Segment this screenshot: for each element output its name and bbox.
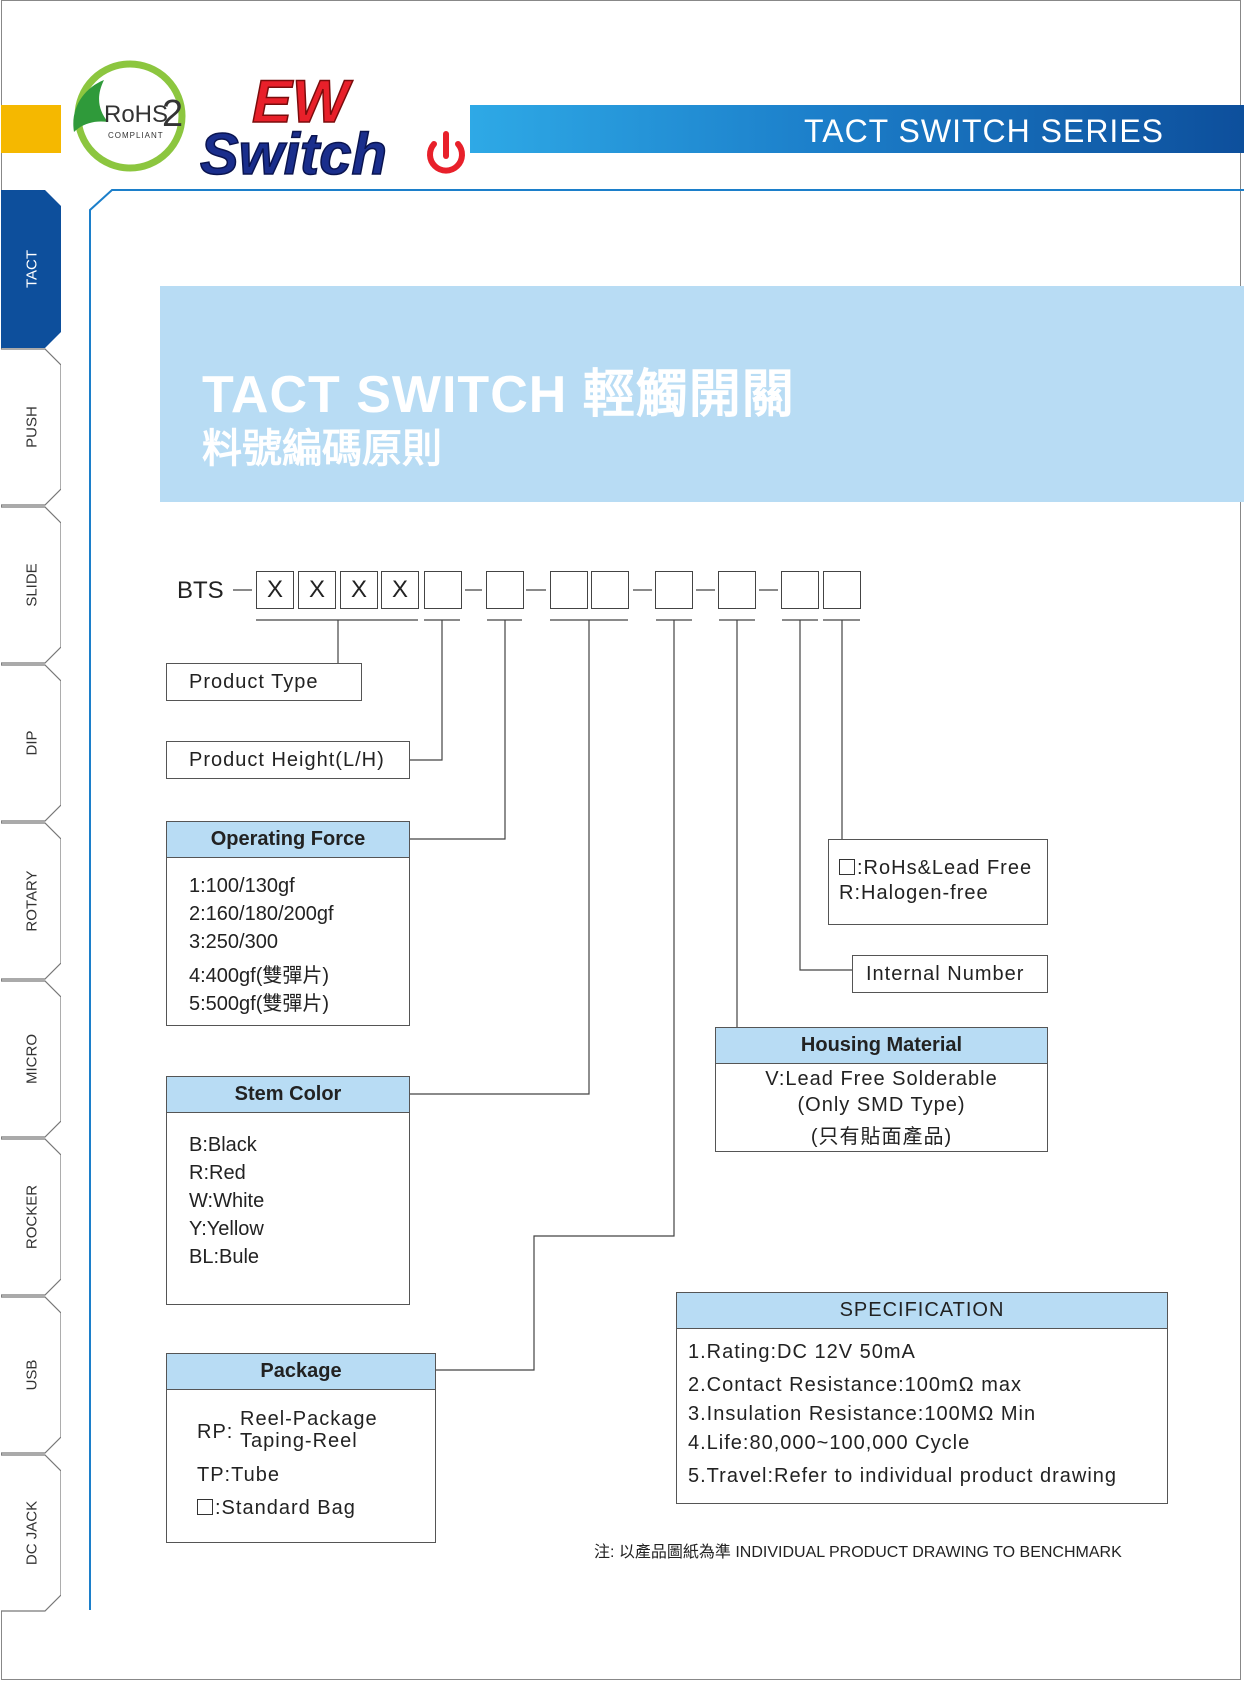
tab-usb[interactable]: USB xyxy=(1,1296,61,1454)
color-item: R:Red xyxy=(189,1162,246,1184)
rohs-option-line1: :RoHs&Lead Free xyxy=(857,857,1033,879)
tab-dc-jack[interactable]: DC JACK xyxy=(1,1454,61,1612)
pn-box-housing xyxy=(718,571,756,609)
rohs2-logo: RoHS 2 COMPLIANT xyxy=(73,60,186,172)
spec-item: 4.Life:80,000~100,000 Cycle xyxy=(688,1432,971,1454)
rohs-text: RoHS xyxy=(104,101,168,128)
package-tp: TP:Tube xyxy=(197,1464,280,1486)
product-height-label: Product Height(L/H) xyxy=(189,749,385,771)
pn-box-color-2 xyxy=(591,571,629,609)
content-frame-line xyxy=(89,189,1244,1610)
rohs-sub: COMPLIANT xyxy=(108,131,164,140)
footnote: 注: 以產品圖紙為準 INDIVIDUAL PRODUCT DRAWING TO… xyxy=(594,1544,1122,1561)
tab-slide[interactable]: SLIDE xyxy=(1,506,61,664)
force-item: 1:100/130gf xyxy=(189,875,295,897)
product-type-label: Product Type xyxy=(189,671,319,693)
pn-box-x4: X xyxy=(381,571,419,609)
tab-shape xyxy=(1,1138,61,1296)
hero-subtitle: 料號編碼原則 xyxy=(202,427,442,471)
pn-box-internal xyxy=(781,571,819,609)
spec-item: 2.Contact Resistance:100mΩ max xyxy=(688,1374,1022,1396)
spec-item: 1.Rating:DC 12V 50mA xyxy=(688,1341,916,1363)
part-prefix: BTS xyxy=(177,577,224,604)
tab-shape xyxy=(1,822,61,980)
color-item: W:White xyxy=(189,1190,265,1212)
side-tabs: TACT PUSH SLIDE DIP ROTARY MICRO ROCKER … xyxy=(1,190,61,1612)
spec-item: 3.Insulation Resistance:100MΩ Min xyxy=(688,1403,1037,1425)
force-item: 3:250/300 xyxy=(189,931,278,953)
pn-box-rohs xyxy=(823,571,861,609)
specification-title: SPECIFICATION xyxy=(677,1293,1167,1329)
pn-box-force xyxy=(486,571,524,609)
force-item: 2:160/180/200gf xyxy=(189,903,334,925)
tab-tact[interactable]: TACT xyxy=(1,190,61,348)
force-item: 4:400gf(雙彈片) xyxy=(189,965,330,987)
package-bag-item: :Standard Bag xyxy=(197,1497,356,1520)
color-item: B:Black xyxy=(189,1134,257,1156)
tab-shape xyxy=(1,664,61,822)
power-icon xyxy=(427,131,465,174)
hero-banner: TACT SWITCH 輕觸開關 料號編碼原則 xyxy=(160,286,1244,502)
tab-rocker[interactable]: ROCKER xyxy=(1,1138,61,1296)
operating-force-box: Operating Force 1:100/130gf 2:160/180/20… xyxy=(166,821,410,1026)
tab-shape xyxy=(1,190,61,348)
brand-ew: EW xyxy=(252,68,353,135)
tab-push[interactable]: PUSH xyxy=(1,348,61,506)
tab-shape xyxy=(1,1454,61,1612)
housing-line2: (Only SMD Type) xyxy=(797,1094,966,1116)
header-yellow-bar xyxy=(1,105,61,153)
package-rp-line2: Taping-Reel xyxy=(240,1430,358,1452)
pn-box-package xyxy=(655,571,693,609)
series-title: TACT SWITCH SERIES xyxy=(804,113,1164,149)
pn-box-height xyxy=(424,571,462,609)
tab-rotary[interactable]: ROTARY xyxy=(1,822,61,980)
product-height-box: Product Height(L/H) xyxy=(166,741,410,779)
rohs-option-line2: R:Halogen-free xyxy=(839,882,989,904)
tab-micro[interactable]: MICRO xyxy=(1,980,61,1138)
pn-box-x2: X xyxy=(298,571,336,609)
specification-box: SPECIFICATION 1.Rating:DC 12V 50mA 2.Con… xyxy=(676,1292,1168,1504)
housing-line3: (只有貼面產品) xyxy=(810,1126,953,1148)
stem-color-title: Stem Color xyxy=(167,1077,409,1113)
tab-shape xyxy=(1,506,61,664)
tab-dip[interactable]: DIP xyxy=(1,664,61,822)
product-type-box: Product Type xyxy=(166,663,362,701)
color-item: Y:Yellow xyxy=(189,1218,264,1240)
internal-number-label: Internal Number xyxy=(866,963,1025,985)
package-box: Package RP: Reel-Package Taping-Reel TP:… xyxy=(166,1353,436,1543)
color-item: BL:Bule xyxy=(189,1246,260,1268)
rohs-option-box: :RoHs&Lead Free R:Halogen-free xyxy=(828,839,1048,925)
pn-box-x3: X xyxy=(340,571,378,609)
housing-material-box: Housing Material V:Lead Free Solderable … xyxy=(715,1027,1048,1152)
tab-shape xyxy=(1,980,61,1138)
force-item: 5:500gf(雙彈片) xyxy=(189,993,330,1015)
hero-title: TACT SWITCH 輕觸開關 xyxy=(202,366,795,424)
tab-shape xyxy=(1,348,61,506)
package-rp-line1: Reel-Package xyxy=(240,1408,378,1430)
spec-item: 5.Travel:Refer to individual product dra… xyxy=(688,1465,1118,1487)
package-bag: :Standard Bag xyxy=(215,1497,356,1519)
empty-box-icon xyxy=(197,1499,213,1515)
ew-switch-logo: EW Switch xyxy=(200,67,465,184)
package-title: Package xyxy=(167,1354,435,1390)
pn-box-color-1 xyxy=(550,571,588,609)
stem-color-box: Stem Color B:Black R:Red W:White Y:Yello… xyxy=(166,1076,410,1305)
housing-material-title: Housing Material xyxy=(716,1028,1047,1064)
leaf-icon xyxy=(73,80,108,132)
package-rp-code: RP: xyxy=(197,1421,234,1443)
tab-shape xyxy=(1,1296,61,1454)
rohs-number: 2 xyxy=(162,93,183,135)
housing-line1: V:Lead Free Solderable xyxy=(765,1068,998,1090)
pn-box-x1: X xyxy=(256,571,294,609)
header-blue-bar: TACT SWITCH SERIES xyxy=(470,105,1244,153)
internal-number-box: Internal Number xyxy=(852,955,1048,993)
brand-switch: Switch xyxy=(200,122,387,184)
operating-force-title: Operating Force xyxy=(167,822,409,858)
rohs-option-line1-item: :RoHs&Lead Free xyxy=(839,857,1032,880)
empty-box-icon xyxy=(839,859,855,875)
